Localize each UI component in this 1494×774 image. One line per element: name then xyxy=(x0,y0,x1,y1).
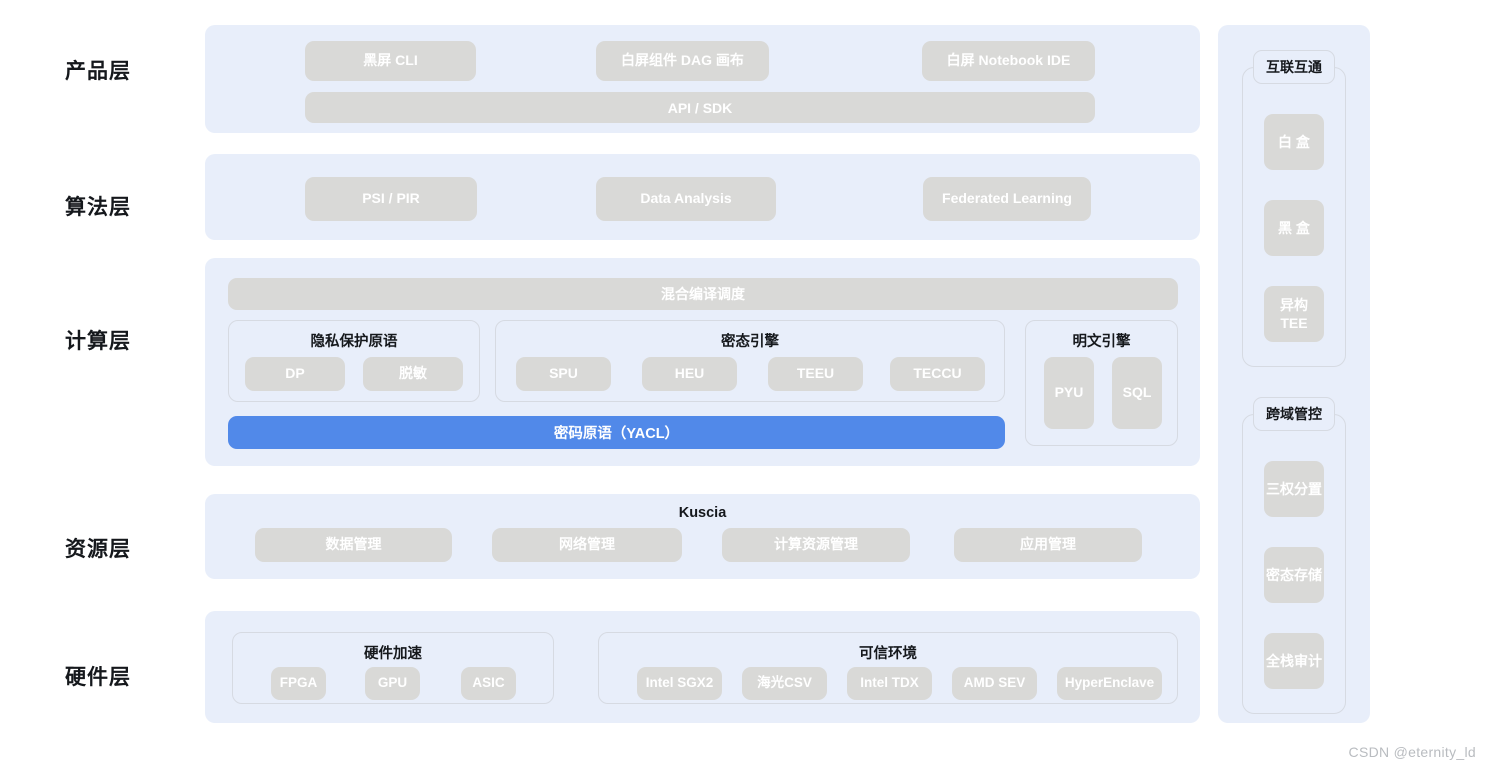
resource-chip-data-management[interactable]: 数据管理 xyxy=(255,528,452,562)
product-chip-notebook-ide[interactable]: 白屏 Notebook IDE xyxy=(922,41,1095,81)
compute-group-plaintext-engine: 明文引擎 PYU SQL xyxy=(1025,320,1178,446)
side-panel-interconnect: 互联互通 白 盒 黑 盒 异构 TEE xyxy=(1242,50,1346,367)
hardware-chip-hyperenclave[interactable]: HyperEnclave xyxy=(1057,667,1162,700)
side-chip-full-stack-audit[interactable]: 全栈审计 xyxy=(1264,633,1324,689)
resource-chip-compute-resource-management[interactable]: 计算资源管理 xyxy=(722,528,910,562)
hardware-chip-hygon-csv[interactable]: 海光CSV xyxy=(742,667,827,700)
compute-chip-desensitize[interactable]: 脱敏 xyxy=(363,357,463,391)
product-chip-cli[interactable]: 黑屏 CLI xyxy=(305,41,476,81)
side-panel-cross-domain-control: 跨域管控 三权分置 密态存储 全栈审计 xyxy=(1242,397,1346,714)
side-chip-heterogeneous-tee[interactable]: 异构 TEE xyxy=(1264,286,1324,342)
compute-group-ciphertext-engine: 密态引擎 SPU HEU TEEU TECCU xyxy=(495,320,1005,402)
algorithm-chip-data-analysis[interactable]: Data Analysis xyxy=(596,177,776,221)
hardware-group-acceleration-title: 硬件加速 xyxy=(364,646,422,662)
resource-chip-network-management[interactable]: 网络管理 xyxy=(492,528,682,562)
layer-label-product: 产品层 xyxy=(65,60,131,83)
hardware-chip-gpu[interactable]: GPU xyxy=(365,667,420,700)
side-chip-separation-of-powers[interactable]: 三权分置 xyxy=(1264,461,1324,517)
compute-chip-spu[interactable]: SPU xyxy=(516,357,611,391)
side-panels-container: 互联互通 白 盒 黑 盒 异构 TEE 跨域管控 三权分置 密态存储 全栈审计 xyxy=(1218,25,1370,723)
algorithm-layer: PSI / PIR Data Analysis Federated Learni… xyxy=(205,154,1200,240)
product-chip-dag-canvas[interactable]: 白屏组件 DAG 画布 xyxy=(596,41,769,81)
algorithm-chip-psi-pir[interactable]: PSI / PIR xyxy=(305,177,477,221)
layer-label-resource: 资源层 xyxy=(65,538,131,561)
compute-bar-crypto-primitives-yacl[interactable]: 密码原语（YACL） xyxy=(228,416,1005,449)
compute-group-privacy-primitives-title: 隐私保护原语 xyxy=(310,334,398,350)
hardware-layer: 硬件加速 FPGA GPU ASIC 可信环境 Intel SGX2 海光CSV… xyxy=(205,611,1200,723)
product-bar-api-sdk[interactable]: API / SDK xyxy=(305,92,1095,123)
hardware-group-acceleration: 硬件加速 FPGA GPU ASIC xyxy=(232,632,554,704)
compute-chip-sql[interactable]: SQL xyxy=(1112,357,1162,429)
hardware-group-trusted-environment: 可信环境 Intel SGX2 海光CSV Intel TDX AMD SEV … xyxy=(598,632,1178,704)
layer-label-algorithm: 算法层 xyxy=(65,196,131,219)
layer-label-compute: 计算层 xyxy=(65,330,131,353)
compute-group-privacy-primitives: 隐私保护原语 DP 脱敏 xyxy=(228,320,480,402)
hardware-chip-amd-sev[interactable]: AMD SEV xyxy=(952,667,1037,700)
layer-label-hardware: 硬件层 xyxy=(65,666,131,689)
hardware-chip-intel-sgx2[interactable]: Intel SGX2 xyxy=(637,667,722,700)
product-layer: 黑屏 CLI 白屏组件 DAG 画布 白屏 Notebook IDE API /… xyxy=(205,25,1200,133)
side-panel-interconnect-badge: 互联互通 xyxy=(1253,50,1335,84)
compute-chip-pyu[interactable]: PYU xyxy=(1044,357,1094,429)
algorithm-chip-federated-learning[interactable]: Federated Learning xyxy=(923,177,1091,221)
compute-chip-teeu[interactable]: TEEU xyxy=(768,357,863,391)
compute-group-ciphertext-engine-title: 密态引擎 xyxy=(721,334,779,350)
compute-chip-teccu[interactable]: TECCU xyxy=(890,357,985,391)
resource-layer-title: Kuscia xyxy=(678,505,727,521)
compute-chip-dp[interactable]: DP xyxy=(245,357,345,391)
watermark-text: CSDN @eternity_ld xyxy=(1348,744,1476,760)
side-chip-ciphertext-storage[interactable]: 密态存储 xyxy=(1264,547,1324,603)
compute-chip-heu[interactable]: HEU xyxy=(642,357,737,391)
compute-group-plaintext-engine-title: 明文引擎 xyxy=(1072,334,1131,350)
resource-chip-app-management[interactable]: 应用管理 xyxy=(954,528,1142,562)
side-panel-cross-domain-control-badge: 跨域管控 xyxy=(1253,397,1335,431)
hardware-chip-asic[interactable]: ASIC xyxy=(461,667,516,700)
hardware-chip-intel-tdx[interactable]: Intel TDX xyxy=(847,667,932,700)
hardware-group-trusted-environment-title: 可信环境 xyxy=(859,646,917,662)
hardware-chip-fpga[interactable]: FPGA xyxy=(271,667,326,700)
compute-bar-hybrid-compile-schedule[interactable]: 混合编译调度 xyxy=(228,278,1178,310)
side-chip-white-box[interactable]: 白 盒 xyxy=(1264,114,1324,170)
resource-layer: Kuscia 数据管理 网络管理 计算资源管理 应用管理 xyxy=(205,494,1200,579)
side-chip-black-box[interactable]: 黑 盒 xyxy=(1264,200,1324,256)
compute-layer: 混合编译调度 隐私保护原语 DP 脱敏 密态引擎 SPU HEU TEEU TE… xyxy=(205,258,1200,466)
